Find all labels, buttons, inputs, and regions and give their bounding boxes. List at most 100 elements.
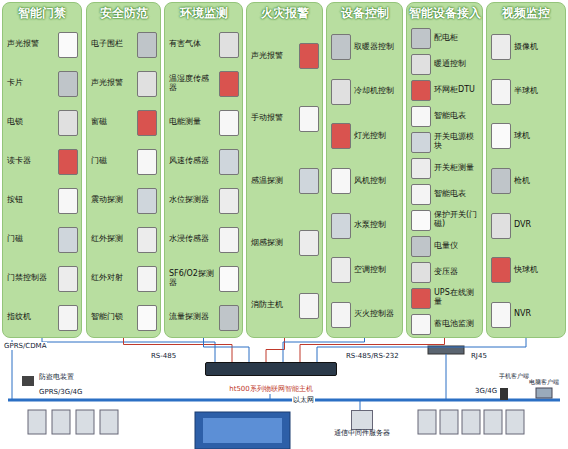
device-icon (58, 227, 78, 253)
panel-heading: 智能门禁 (3, 5, 81, 22)
device-icon (137, 149, 157, 175)
device-icon (58, 149, 78, 175)
label-text: 电能测量 (169, 118, 201, 127)
free-label: RS-485/RS-232 (345, 352, 400, 360)
device-label: 开关电源模块 (434, 129, 479, 155)
host-device: ht500系列物联网智能主机 (205, 362, 337, 395)
group-panel: 智能门禁声光报警卡片电锁读卡器按钮门磁门禁控制器指纹机 (2, 2, 82, 338)
panel-heading: 设备控制 (327, 5, 402, 22)
label-text: UPS在线测量 (434, 289, 479, 307)
device-label: DVR (514, 203, 562, 248)
device-label: 电子围栏 (91, 25, 134, 64)
label-text: 变压器 (434, 268, 458, 277)
device-label: 枪机 (514, 159, 562, 204)
label-text: 智能电表 (434, 112, 466, 121)
device-label: 卡片 (7, 64, 55, 103)
bus-connector (266, 338, 285, 362)
device-label: 球机 (514, 114, 562, 159)
device-icon (411, 236, 431, 257)
label-text: 空调控制 (354, 266, 386, 275)
device-label: 水泵控制 (354, 203, 399, 248)
device-label: 感温探测 (251, 150, 296, 212)
bus-connector (124, 338, 233, 362)
free-label: 防盗电装置 (38, 372, 75, 382)
wire (360, 400, 361, 410)
free-label: RJ45 (470, 352, 488, 360)
device-label: 烟感探测 (251, 212, 296, 274)
group-panel: 安全防范电子围栏声光报警窗磁门磁震动探测红外探测红外对射智能门锁 (86, 2, 161, 338)
label-text: 取暖器控制 (354, 43, 394, 52)
label-text: 电子围栏 (91, 40, 123, 49)
label-text: 声光报警 (251, 52, 283, 61)
device-label: 冷却机控制 (354, 70, 399, 115)
label-text: SF6/O2探测器 (169, 270, 216, 288)
device-label: 智能电表 (434, 103, 479, 129)
device-icon (137, 110, 157, 136)
device-label: 声光报警 (7, 25, 55, 64)
device-icon (491, 168, 511, 194)
label-text: 有害气体 (169, 40, 201, 49)
device-label: 电量仪 (434, 233, 479, 259)
device-label: 电锁 (7, 103, 55, 142)
device-icon (491, 302, 511, 328)
label-text: 消防主机 (251, 301, 283, 310)
device-label: 暖通控制 (434, 51, 479, 77)
monitor-screen (195, 412, 290, 449)
device-icon (411, 54, 431, 75)
device-label: 快球机 (514, 248, 562, 293)
free-label: GPRS/3G/4G (38, 388, 83, 396)
device-label: 声光报警 (251, 25, 296, 87)
label-text: 流量探测器 (169, 313, 209, 322)
device-icon (491, 213, 511, 239)
device-label: 读卡器 (7, 142, 55, 181)
device-icon (219, 110, 239, 136)
label-text: 卡片 (7, 79, 23, 88)
device-icon (331, 302, 351, 328)
label-text: 门磁 (91, 157, 107, 166)
label-text: 配电柜 (434, 34, 458, 43)
label-text: 快球机 (514, 266, 538, 275)
bus-connector (317, 338, 526, 362)
device-icon (219, 149, 239, 175)
device-label: 摄像机 (514, 25, 562, 70)
device-icon (137, 71, 157, 97)
free-label: GPRS/CDMA (3, 342, 47, 350)
group-panel: 环境监测有害气体温湿度传感器电能测量风速传感器水位探测器水浸传感器SF6/O2探… (164, 2, 243, 338)
device-icon (491, 79, 511, 105)
device-icon (22, 376, 34, 386)
panel-heading: 视频监控 (487, 5, 565, 22)
device-label: 蓄电池监测 (434, 311, 479, 337)
label-text: 声光报警 (7, 40, 39, 49)
group-panel: 视频监控摄像机半球机球机枪机DVR快球机NVR (486, 2, 566, 338)
wire (446, 354, 447, 400)
panel-heading: 环境监测 (165, 5, 242, 22)
device-icon (299, 43, 319, 69)
device-icon (411, 288, 431, 309)
device-label: 红外对射 (91, 259, 134, 298)
device-icon (331, 79, 351, 105)
label-text: 震动探测 (91, 196, 123, 205)
device-label: 窗磁 (91, 103, 134, 142)
device-icon (219, 227, 239, 253)
label-text: 枪机 (514, 177, 530, 186)
device-label: 门磁 (91, 142, 134, 181)
label-text: 感温探测 (251, 177, 283, 186)
device-label: 灭火控制器 (354, 292, 399, 337)
device-icon (491, 123, 511, 149)
label-text: 水位探测器 (169, 196, 209, 205)
device-label: 保护开关(门磁) (434, 207, 479, 233)
label-text: 暖通控制 (434, 60, 466, 69)
label-text: 球机 (514, 132, 530, 141)
device-icon (411, 158, 431, 179)
label-text: 电量仪 (434, 242, 458, 251)
device-label: SF6/O2探测器 (169, 259, 216, 298)
label-text: 智能门锁 (91, 313, 123, 322)
device-label: 电能测量 (169, 103, 216, 142)
device-icon (219, 305, 239, 331)
device-icon (411, 314, 431, 335)
device-icon (411, 210, 431, 231)
device-icon (491, 257, 511, 283)
device-icon (331, 123, 351, 149)
device-icon (58, 71, 78, 97)
label-text: 风速传感器 (169, 157, 209, 166)
